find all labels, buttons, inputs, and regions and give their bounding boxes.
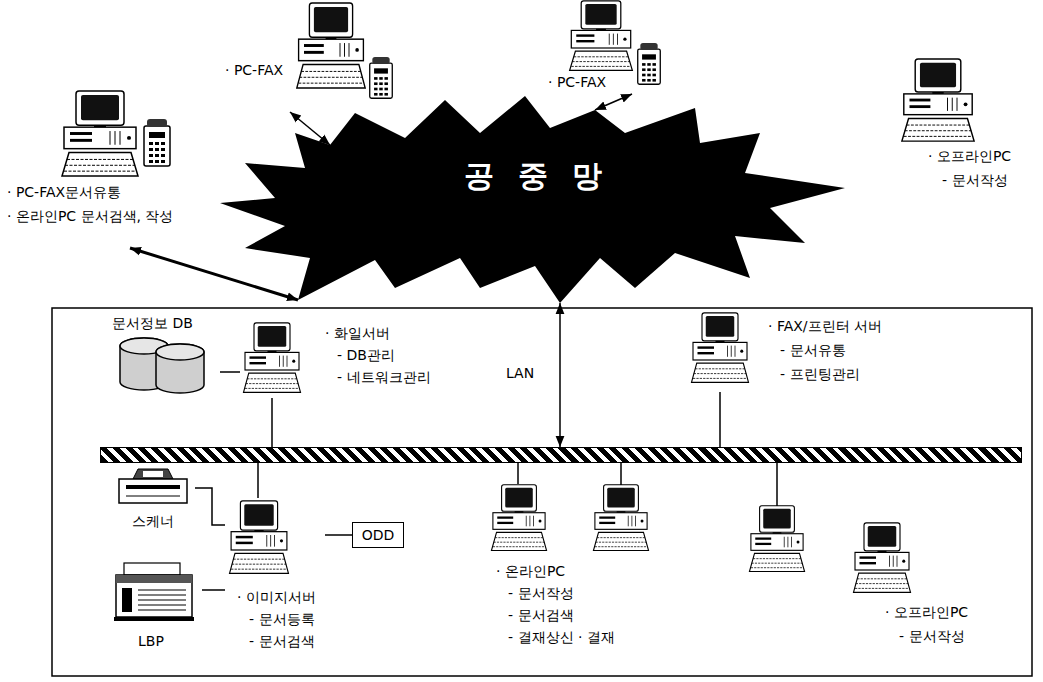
document-database: 문서정보 DB bbox=[108, 314, 220, 398]
file-server: · 화일서버- DB관리- 네트워크관리 bbox=[240, 322, 445, 398]
text-column: 공중망 bbox=[215, 166, 850, 186]
device-label: · 온라인PC bbox=[496, 560, 615, 582]
device-label: - 문서검색 bbox=[237, 630, 316, 652]
pc-icon bbox=[593, 485, 648, 551]
lan-bus: LAN bbox=[100, 447, 1022, 463]
text-column: LBP bbox=[138, 632, 164, 650]
pc-icon bbox=[749, 506, 804, 572]
lan-wire bbox=[776, 463, 778, 506]
link-arrow bbox=[130, 248, 298, 300]
network-wire bbox=[325, 534, 352, 536]
cloud-outline bbox=[215, 88, 850, 305]
network-name: 공중망 bbox=[215, 166, 850, 186]
printer-icon bbox=[114, 563, 194, 621]
text-column: 스케너 bbox=[132, 512, 174, 530]
odd-drive: ODD bbox=[352, 522, 404, 548]
lan-wire bbox=[620, 463, 622, 485]
device-label: - 문서작성 bbox=[928, 168, 1011, 192]
text-column: · FAX/프린터 서버- 문서유통- 프린팅관리 bbox=[768, 314, 882, 386]
network-wire bbox=[517, 463, 519, 484]
device-label: · FAX/프린터 서버 bbox=[768, 314, 882, 338]
device-label: · 오프라인PC bbox=[928, 144, 1011, 168]
phone-icon bbox=[144, 119, 170, 166]
text-column: · 온라인PC- 문서작성- 문서검색- 결재상신 · 결재 bbox=[496, 560, 615, 648]
device-label: - 문서등록 bbox=[237, 608, 316, 630]
text-column: LAN bbox=[506, 364, 534, 382]
online-pc: · 온라인PC- 문서작성- 문서검색- 결재상신 · 결재 bbox=[488, 484, 623, 650]
device-label: · PC-FAX bbox=[225, 60, 283, 80]
phone-icon bbox=[638, 43, 661, 84]
pc-fax-terminal: · PC-FAX bbox=[225, 2, 397, 112]
offline-pc: · 오프라인PC- 문서작성 bbox=[850, 522, 1000, 650]
database-icon bbox=[120, 338, 204, 393]
text-column: · PC-FAX문서유통· 온라인PC 문서검색, 작성 bbox=[7, 180, 173, 228]
device-label: - 결재상신 · 결재 bbox=[496, 626, 615, 648]
network-wire bbox=[220, 371, 240, 373]
remote-offline-pc: · 오프라인PC- 문서작성 bbox=[898, 58, 1035, 194]
text-column: ODD bbox=[362, 526, 395, 544]
device-label: 문서정보 DB bbox=[112, 314, 193, 332]
network-wire bbox=[195, 488, 225, 525]
pc-icon bbox=[902, 59, 974, 141]
text-column: · 화일서버- DB관리- 네트워크관리 bbox=[325, 322, 431, 388]
pc-icon bbox=[230, 501, 289, 573]
pc-icon bbox=[62, 91, 138, 176]
lan-enclosure bbox=[52, 308, 1032, 676]
network-wire bbox=[719, 392, 721, 447]
link-arrow bbox=[595, 94, 632, 110]
device-label: - DB관리 bbox=[325, 344, 431, 366]
device-label: 스케너 bbox=[132, 512, 174, 530]
pc-icon bbox=[570, 1, 633, 71]
device-label: - 네트워크관리 bbox=[325, 366, 431, 388]
fax-printer-server: · FAX/프린터 서버- 문서유통- 프린팅관리 bbox=[688, 310, 918, 392]
pc-icon bbox=[297, 3, 365, 88]
device-label: - 문서작성 bbox=[496, 582, 615, 604]
link-arrow bbox=[559, 303, 561, 447]
pc-icon bbox=[244, 323, 301, 393]
device-label: · PC-FAX bbox=[548, 72, 606, 92]
device-label: - 문서유통 bbox=[768, 338, 882, 362]
device-label: · 이미지서버 bbox=[237, 586, 316, 608]
device-label: · 온라인PC 문서검색, 작성 bbox=[7, 204, 173, 228]
cloud-shape bbox=[220, 96, 845, 303]
device-label: · PC-FAX문서유통 bbox=[7, 180, 173, 204]
device-label: ODD bbox=[362, 526, 395, 544]
device-label: · 오프라인PC bbox=[885, 600, 968, 624]
phone-icon bbox=[370, 57, 393, 98]
device-label: LAN bbox=[506, 364, 534, 382]
text-column: · 이미지서버- 문서등록- 문서검색 bbox=[237, 586, 316, 652]
device-label: · 화일서버 bbox=[325, 322, 431, 344]
text-column: · 오프라인PC- 문서작성 bbox=[885, 600, 968, 648]
image-server: · 이미지서버- 문서등록- 문서검색 bbox=[225, 498, 325, 654]
device-label: - 프린팅관리 bbox=[768, 362, 882, 386]
pc-icon bbox=[491, 485, 546, 551]
public-network-cloud: 공중망 bbox=[215, 88, 850, 305]
remote-online-pc: · PC-FAX문서유통· 온라인PC 문서검색, 작성 bbox=[2, 90, 202, 248]
pc-fax-terminal: · PC-FAX bbox=[545, 0, 667, 94]
network-wire bbox=[257, 463, 259, 498]
scanner-icon bbox=[119, 469, 187, 503]
device-label: - 문서작성 bbox=[885, 624, 968, 648]
device-label: LBP bbox=[138, 632, 164, 650]
pc-icon bbox=[854, 523, 911, 593]
pc-icon bbox=[692, 313, 749, 383]
network-wire bbox=[271, 398, 273, 447]
text-column: 문서정보 DB bbox=[112, 314, 193, 332]
network-wire bbox=[202, 589, 225, 591]
device-label: - 문서검색 bbox=[496, 604, 615, 626]
laser-printer: LBP bbox=[110, 560, 202, 652]
text-column: · PC-FAX bbox=[225, 60, 283, 80]
text-column: · PC-FAX bbox=[548, 72, 606, 92]
text-column: · 오프라인PC- 문서작성 bbox=[928, 144, 1011, 192]
scanner: 스케너 bbox=[110, 466, 195, 532]
